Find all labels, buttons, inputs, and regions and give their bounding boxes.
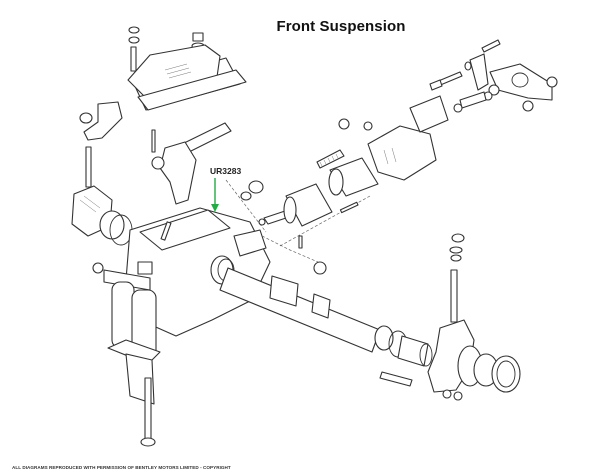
steering-box-housing: [92, 207, 271, 447]
swivel-arm-assembly: [151, 122, 264, 205]
top-right-linkage: [338, 39, 558, 133]
left-bracket-assembly: [71, 101, 133, 246]
top-cover-assembly: [127, 26, 247, 111]
diagram-title: Front Suspension: [276, 18, 406, 35]
damper-assembly: [258, 125, 437, 275]
cross-shaft-assembly: [219, 233, 521, 401]
callout-arrow: [211, 178, 219, 212]
part-number-callout: UR3283: [210, 166, 242, 176]
copyright-notice: ALL DIAGRAMS REPRODUCED WITH PERMISSION …: [12, 465, 231, 470]
